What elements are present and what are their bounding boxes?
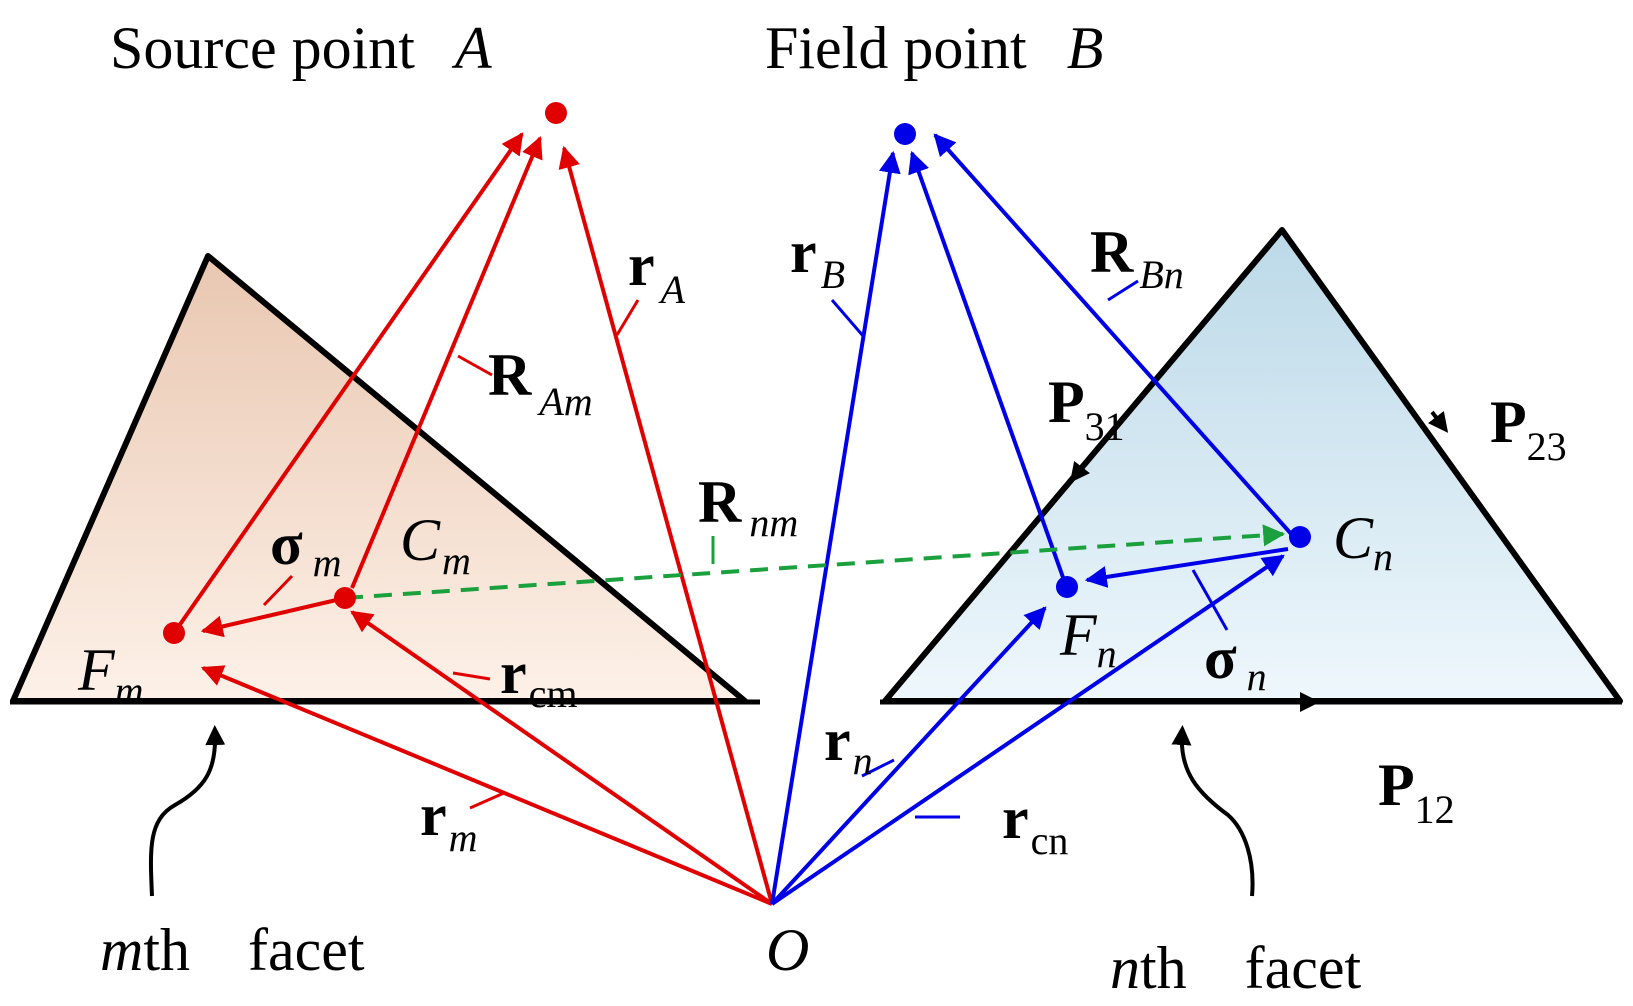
point-c-m — [334, 587, 356, 609]
facet-n-triangle — [882, 227, 1623, 704]
point-c-n — [1289, 526, 1311, 548]
label-c-n: Cn — [1333, 505, 1393, 579]
edge-arrow-p31 — [1069, 460, 1091, 483]
leader-sigma-m — [262, 574, 294, 607]
label-r-n: rn — [824, 707, 873, 783]
label-r-cn: rcn — [1002, 785, 1068, 863]
vector-r-cm — [350, 610, 774, 906]
vector-r-m — [200, 665, 773, 906]
leader-sigma-n — [1191, 569, 1229, 631]
point-f-n — [1056, 576, 1078, 598]
leader-r-m — [469, 791, 505, 810]
label-f-n: Fn — [1059, 602, 1117, 676]
label-r-cm: rcm — [500, 640, 578, 716]
vector-r-am-from-cm — [350, 135, 543, 589]
leader-r-a — [615, 299, 640, 336]
leader-r-bn — [1107, 279, 1139, 302]
vector-r-bn-from-cn — [933, 133, 1295, 538]
vector-r-a — [558, 145, 774, 905]
label-f-m: Fm — [77, 637, 144, 713]
vector-r-am-from-fm — [172, 132, 524, 635]
vector-r-bn-from-fn — [908, 150, 1067, 584]
vector-sigma-m — [200, 596, 346, 638]
label-p23: P23 — [1490, 389, 1567, 469]
leader-r-b — [830, 299, 866, 338]
label-c-m: Cm — [400, 507, 471, 583]
leader-r-cm — [452, 671, 491, 681]
vector-r-cn — [770, 554, 1285, 906]
edge-arrow-p23 — [1427, 410, 1449, 433]
facet-n-pointer-arrow — [1171, 725, 1255, 897]
leader-r-am — [457, 354, 493, 377]
facet-m-triangle — [10, 253, 748, 704]
leader-r-n — [861, 758, 895, 778]
vector-r-n — [770, 606, 1047, 906]
point-b — [894, 123, 916, 145]
label-p31: P31 — [1048, 369, 1125, 449]
facet-m-pointer-arrow — [148, 725, 226, 897]
label-origin: O — [766, 917, 809, 983]
label-p12: P12 — [1378, 752, 1455, 832]
vector-sigma-n — [1084, 547, 1289, 588]
point-a — [545, 102, 567, 124]
vector-r-b — [770, 150, 901, 905]
label-r-m: rm — [420, 782, 478, 860]
vector-r-nm — [344, 524, 1286, 600]
point-f-m — [163, 622, 185, 644]
